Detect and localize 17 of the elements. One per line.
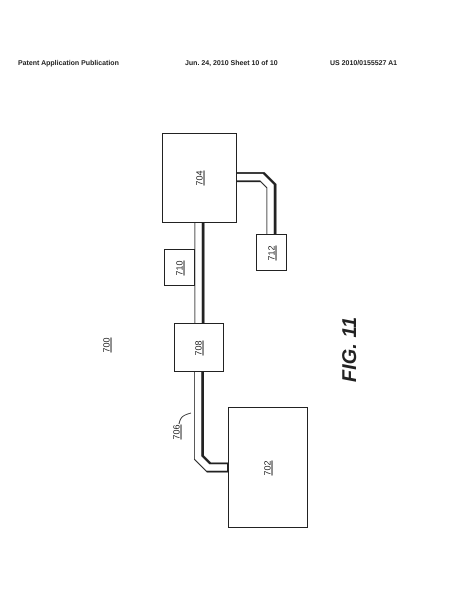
- pipe: [194, 223, 204, 323]
- component-box: [228, 407, 308, 528]
- component-box: [256, 234, 287, 271]
- figure-caption: FIG. 11: [339, 316, 362, 382]
- reference-numeral: 700: [102, 337, 112, 353]
- reference-numeral: 704: [194, 170, 204, 186]
- reference-numeral: 706: [172, 424, 182, 440]
- component-box: [164, 249, 195, 286]
- component-box: [174, 323, 224, 372]
- reference-numeral: 710: [174, 260, 184, 276]
- reference-numeral: 708: [194, 340, 204, 356]
- reference-numeral: 702: [263, 460, 273, 476]
- leader-line: [178, 412, 192, 424]
- pipe: [237, 172, 276, 234]
- reference-numeral: 712: [266, 244, 276, 260]
- component-box: [162, 133, 237, 223]
- pipe: [194, 372, 228, 472]
